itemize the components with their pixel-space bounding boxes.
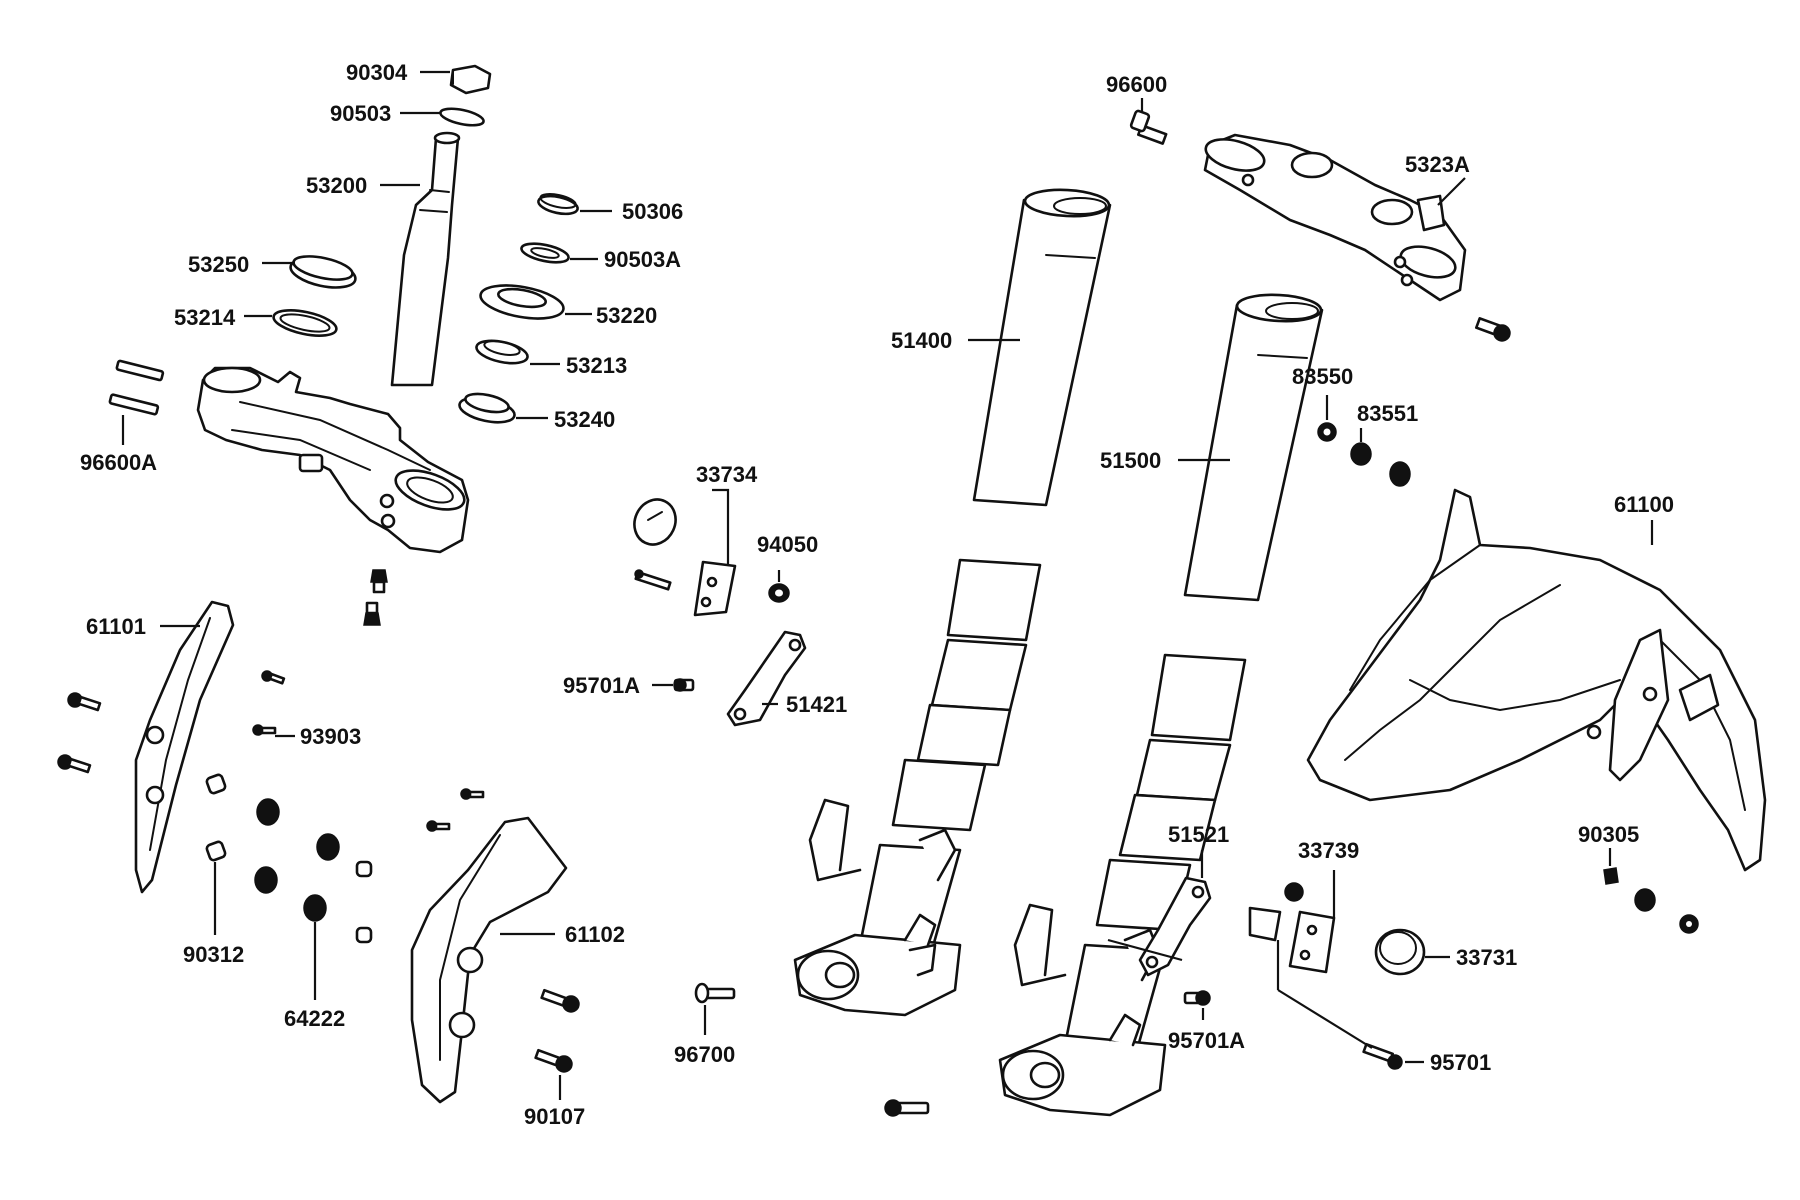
part-53250-bearing: 53250	[188, 252, 357, 289]
part-clamp-bolts	[363, 569, 388, 626]
label-64222: 64222	[284, 1006, 345, 1031]
steering-stem-group: 90304 90503 53200 53250 5	[80, 60, 683, 626]
part-33734-sensor: 33734	[633, 462, 758, 617]
part-83550-clip: 83550	[1292, 364, 1353, 442]
label-53200: 53200	[306, 173, 367, 198]
label-94050: 94050	[757, 532, 818, 557]
part-83551-grommet: 83551	[1350, 401, 1418, 487]
label-33739: 33739	[1298, 838, 1359, 863]
part-90107-bolts: 90107	[524, 988, 585, 1129]
label-90107: 90107	[524, 1104, 585, 1129]
label-90305: 90305	[1578, 822, 1639, 847]
part-51521-bracket: 51521	[1138, 822, 1229, 977]
part-53213-bearing: 53213	[475, 339, 627, 378]
part-lower-axle-bolt	[884, 1099, 930, 1117]
label-61101: 61101	[86, 614, 146, 639]
label-95701A-top: 95701A	[563, 673, 640, 698]
part-51421-bracket: 51421	[726, 630, 847, 727]
part-cover-bolts-left	[57, 692, 102, 774]
label-53213: 53213	[566, 353, 627, 378]
label-53214: 53214	[174, 305, 236, 330]
label-90312: 90312	[183, 942, 244, 967]
part-90503A-washer: 90503A	[520, 242, 681, 272]
part-53214-seal: 53214	[174, 305, 338, 337]
part-61102-cover: 61102	[410, 816, 625, 1104]
part-95701A-screw-bottom: 95701A	[1168, 990, 1245, 1053]
part-95701A-screw-top: 95701A	[563, 673, 695, 698]
label-33731: 33731	[1456, 945, 1517, 970]
part-33739-sensor-bracket: 33739	[1248, 838, 1359, 974]
part-61101-cover: 61101	[86, 600, 235, 894]
part-90305-fasteners: 90305	[1578, 822, 1699, 934]
label-61100: 61100	[1614, 492, 1674, 517]
sensor-bracket-group: 51521 33739 33731 95701A	[1107, 822, 1517, 1075]
label-90304: 90304	[346, 60, 408, 85]
label-96600: 96600	[1106, 72, 1167, 97]
part-51400-left-fork: 51400	[793, 188, 1112, 1017]
middle-parts-group: 33734 94050 95701A 51421	[563, 462, 930, 1117]
part-93903-screws: 93903	[252, 670, 361, 749]
part-33731-cap: 33731	[1374, 928, 1517, 976]
label-96600A: 96600A	[80, 450, 157, 475]
label-96700: 96700	[674, 1042, 735, 1067]
label-95701: 95701	[1430, 1050, 1491, 1075]
label-53220: 53220	[596, 303, 657, 328]
label-90503: 90503	[330, 101, 391, 126]
label-50306: 50306	[622, 199, 683, 224]
part-53220-race: 53220	[479, 284, 657, 328]
part-50306-ring: 50306	[537, 193, 683, 224]
label-53250: 53250	[188, 252, 249, 277]
label-83551: 83551	[1357, 401, 1418, 426]
label-51521: 51521	[1168, 822, 1229, 847]
front-fender-group: 61100 90305	[1306, 488, 1767, 934]
fork-tubes-group: 51400 51500	[793, 188, 1324, 1117]
part-90312-spacers: 90312	[183, 773, 373, 967]
label-51400: 51400	[891, 328, 952, 353]
label-95701A-bottom: 95701A	[1168, 1028, 1245, 1053]
part-96700-bolt: 96700	[674, 982, 736, 1067]
upper-clamp-group: 96600 5323A 83550	[1106, 72, 1511, 487]
label-33734: 33734	[696, 462, 758, 487]
part-cover-screws-right	[426, 788, 485, 832]
label-93903: 93903	[300, 724, 361, 749]
part-94050-nut: 94050	[757, 532, 818, 603]
label-51421: 51421	[786, 692, 847, 717]
label-83550: 83550	[1292, 364, 1353, 389]
part-90304-nut: 90304	[346, 60, 492, 95]
label-90503A: 90503A	[604, 247, 681, 272]
part-lower-triple-clamp	[196, 366, 470, 554]
label-51500: 51500	[1100, 448, 1161, 473]
part-95701-screw: 95701	[1276, 940, 1491, 1075]
part-96600-bolt: 96600	[1106, 72, 1168, 145]
fork-covers-group: 61101 93903 90312	[57, 600, 625, 1129]
label-53240: 53240	[554, 407, 615, 432]
part-53200-steering-stem: 53200	[306, 131, 461, 387]
part-64222-grommets: 64222	[254, 798, 345, 1031]
part-90503-washer: 90503	[330, 101, 485, 127]
part-clamp-pinch-bolt	[1474, 317, 1511, 342]
part-96600A-bolts: 96600A	[80, 359, 165, 475]
label-61102: 61102	[565, 922, 625, 947]
label-5323A: 5323A	[1405, 152, 1470, 177]
part-61100-front-fender: 61100	[1306, 488, 1767, 872]
part-53240-cone: 53240	[458, 392, 615, 432]
part-5323A-upper-clamp: 5323A	[1203, 133, 1470, 302]
